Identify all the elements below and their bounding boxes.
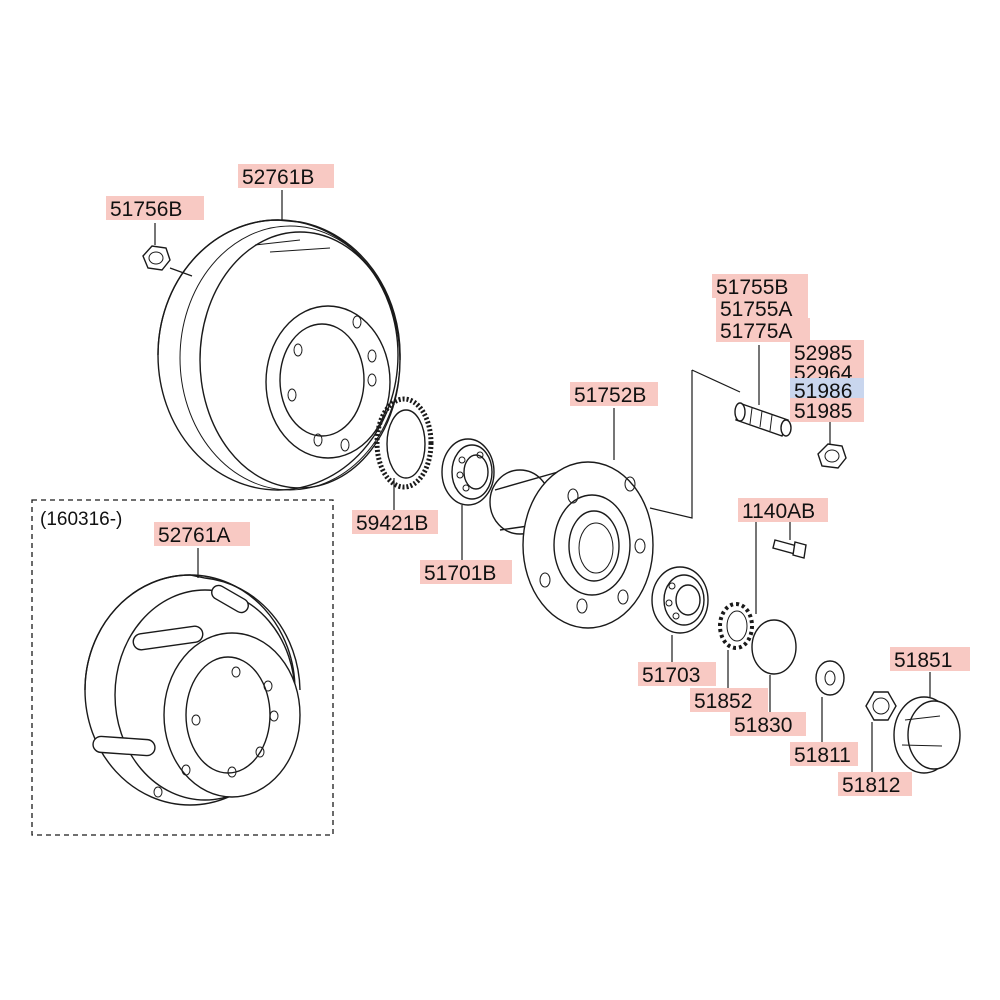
leader-lines xyxy=(154,190,931,772)
label-bg xyxy=(738,498,828,522)
part-number: 51755A xyxy=(720,298,792,321)
label-nut-4[interactable]: 51985 xyxy=(790,398,864,423)
label-inner-bearing[interactable]: 51701B xyxy=(420,560,512,585)
hub-cap xyxy=(893,696,961,774)
label-bg xyxy=(420,560,512,584)
small-bolt xyxy=(772,539,807,559)
part-number: 51985 xyxy=(794,400,852,423)
hub xyxy=(489,461,654,629)
label-o-ring[interactable]: 51830 xyxy=(730,712,806,737)
label-washer[interactable]: 51811 xyxy=(790,742,858,767)
retainer xyxy=(718,602,754,650)
part-number: 51811 xyxy=(794,744,851,767)
wheel-nut xyxy=(817,443,847,469)
variant-box xyxy=(31,499,334,836)
hub-bolt xyxy=(734,402,792,437)
washer xyxy=(815,660,845,696)
tone-wheel xyxy=(374,396,434,490)
label-lock-nut[interactable]: 51812 xyxy=(838,772,912,797)
part-number: 51851 xyxy=(894,649,952,672)
label-hub-bolt-2[interactable]: 51755A xyxy=(716,296,808,321)
inner-bearing xyxy=(441,438,495,506)
part-number: 52761B xyxy=(242,166,314,189)
part-number: 51775A xyxy=(720,320,792,343)
label-bg xyxy=(352,510,438,534)
label-bg xyxy=(730,712,806,736)
label-hub-cap[interactable]: 51851 xyxy=(890,647,970,672)
label-bg xyxy=(716,296,808,320)
part-number: 52761A xyxy=(158,524,230,547)
part-number: 1140AB xyxy=(742,500,815,523)
label-tone-wheel[interactable]: 59421B xyxy=(352,510,438,535)
part-number: 59421B xyxy=(356,512,428,535)
label-bg xyxy=(238,164,334,188)
part-number: 51755B xyxy=(716,276,788,299)
label-bg xyxy=(790,398,864,422)
part-number: 51830 xyxy=(734,714,792,737)
part-number: 51852 xyxy=(694,690,752,713)
label-bg xyxy=(638,662,716,686)
lock-nut xyxy=(865,691,897,721)
part-number: 52985 xyxy=(794,342,852,365)
label-hub-bolt-3[interactable]: 51775A xyxy=(716,318,810,343)
o-ring xyxy=(751,619,797,675)
label-bg xyxy=(690,688,768,712)
label-hub[interactable]: 51752B xyxy=(570,382,658,407)
label-bolt[interactable]: 1140AB xyxy=(738,498,828,523)
label-retainer[interactable]: 51852 xyxy=(690,688,768,713)
label-bg xyxy=(890,647,970,671)
part-number: 51756B xyxy=(110,198,182,221)
variant-note: (160316-) xyxy=(40,509,122,530)
label-drum-nut[interactable]: 51756B xyxy=(106,196,204,221)
label-bg xyxy=(716,318,810,342)
label-hub-bolt-1[interactable]: 51755B xyxy=(712,274,808,299)
label-bg xyxy=(838,772,912,796)
part-number: 51986 xyxy=(794,380,852,403)
part-number: 51701B xyxy=(424,562,496,585)
label-brake-drum-b[interactable]: 52761B xyxy=(238,164,334,189)
brake-drum-b xyxy=(157,219,401,491)
part-number: 51812 xyxy=(842,774,900,797)
part-number: 51752B xyxy=(574,384,646,407)
drum-nut xyxy=(142,245,171,271)
label-bg xyxy=(570,382,658,406)
outer-bearing xyxy=(651,566,709,634)
label-bg xyxy=(712,274,808,298)
label-brake-drum-a[interactable]: 52761A xyxy=(154,522,250,547)
label-bg xyxy=(154,522,250,546)
label-bg xyxy=(106,196,204,220)
label-outer-bearing[interactable]: 51703 xyxy=(638,662,716,687)
brake-drum-a xyxy=(84,574,301,806)
part-number: 51703 xyxy=(642,664,700,687)
label-bg xyxy=(790,742,858,766)
